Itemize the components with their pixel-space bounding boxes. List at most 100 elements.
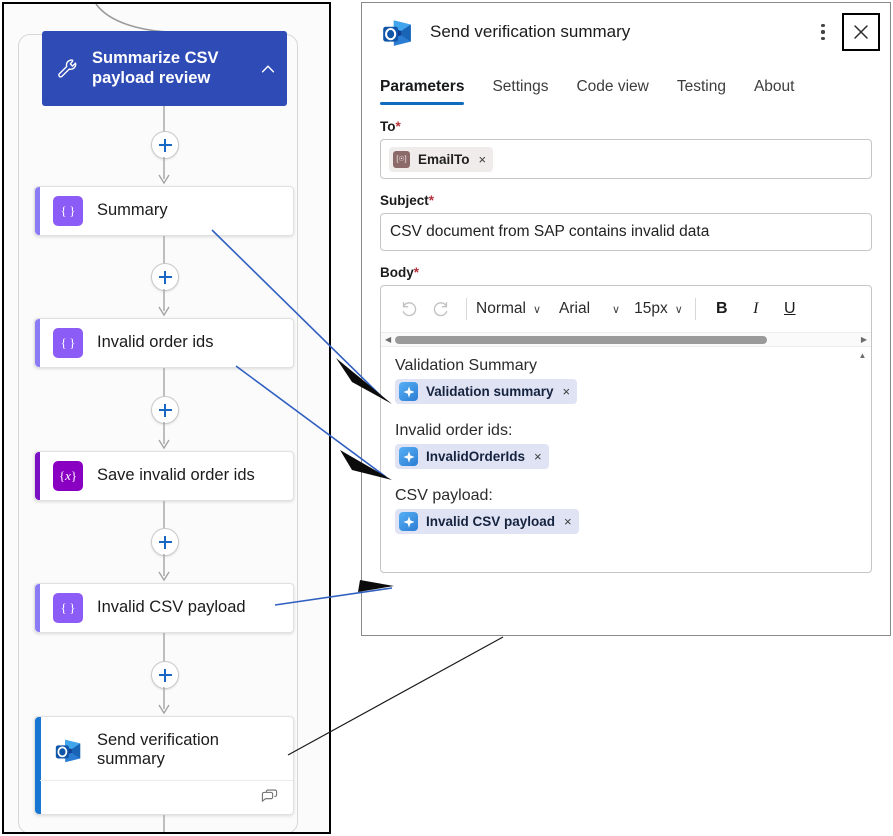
flow-node-save-invalid-order-ids[interactable]: {x} Save invalid order ids xyxy=(34,451,294,501)
italic-button[interactable]: I xyxy=(753,300,759,317)
editor-blank-line xyxy=(395,469,857,487)
paragraph-style-select[interactable]: Normal ∨ xyxy=(476,300,541,318)
toolbar-divider xyxy=(694,298,696,320)
expression-icon: { } xyxy=(53,593,83,623)
required-marker: * xyxy=(413,265,420,280)
chevron-down-icon: ∨ xyxy=(532,303,542,316)
token-label: Validation summary xyxy=(426,384,554,399)
node-accent-bar xyxy=(35,319,40,367)
to-label-text: To xyxy=(380,119,396,134)
flow-node-summary[interactable]: { } Summary xyxy=(34,186,294,236)
editor-toolbar[interactable]: Normal ∨ Arial ∨ 15px ∨ B I U xyxy=(381,286,871,332)
bold-button[interactable]: B xyxy=(716,300,728,317)
editor-vertical-scrollbar[interactable]: ▲ xyxy=(856,351,869,569)
add-step-button[interactable] xyxy=(151,396,179,424)
token-chip-invalidorderids[interactable]: InvalidOrderIds × xyxy=(395,444,549,469)
body-rich-text-editor[interactable]: Normal ∨ Arial ∨ 15px ∨ B I U ◀ xyxy=(380,285,872,573)
expression-icon: { } xyxy=(53,196,83,226)
token-chip-invalid-csv-payload[interactable]: Invalid CSV payload × xyxy=(395,509,579,534)
flow-node-send-verification-summary[interactable]: Send verification summary xyxy=(34,716,294,815)
body-label-text: Body xyxy=(380,265,414,280)
add-step-button[interactable] xyxy=(151,661,179,689)
flow-node-invalid-csv-payload[interactable]: { } Invalid CSV payload xyxy=(34,583,294,633)
font-family-value: Arial xyxy=(559,300,591,317)
node-label: Summary xyxy=(97,201,168,220)
parameters-form: To* [☉] EmailTo × Subject* CSV document … xyxy=(362,105,890,573)
dynamic-content-icon xyxy=(399,512,418,531)
token-chip-emailto[interactable]: [☉] EmailTo × xyxy=(389,146,494,172)
tab-about[interactable]: About xyxy=(753,78,795,95)
scope-title: Summarize CSV payload review xyxy=(92,48,219,87)
workflow-designer-panel: Summarize CSV payload review { } Summary xyxy=(2,2,331,834)
chevron-down-icon: ∨ xyxy=(612,303,621,316)
chevron-down-icon: ∨ xyxy=(674,303,683,316)
subject-field-label: Subject* xyxy=(380,193,872,208)
remove-token-icon[interactable]: × xyxy=(564,514,572,529)
node-label: Invalid order ids xyxy=(97,333,214,352)
editor-horizontal-scrollbar[interactable]: ◀ ▶ xyxy=(381,332,871,347)
node-label: Save invalid order ids xyxy=(97,466,255,485)
font-family-select[interactable]: Arial ∨ xyxy=(559,300,620,318)
add-step-button[interactable] xyxy=(151,263,179,291)
scroll-left-arrow[interactable]: ◀ xyxy=(385,335,392,344)
scroll-thumb[interactable] xyxy=(395,335,768,344)
wrench-icon xyxy=(58,58,77,78)
to-field-label: To* xyxy=(380,119,872,134)
chevron-up-icon[interactable] xyxy=(259,60,277,78)
panel-title: Send verification summary xyxy=(430,22,631,41)
toolbar-divider xyxy=(466,298,467,320)
flow-node-invalid-order-ids[interactable]: { } Invalid order ids xyxy=(34,318,294,368)
remove-token-icon[interactable]: × xyxy=(478,151,487,167)
node-accent-bar xyxy=(35,717,41,814)
body-field-label: Body* xyxy=(380,265,872,280)
editor-token-line: Validation summary × xyxy=(395,379,857,404)
underline-button[interactable]: U xyxy=(784,300,796,317)
node-accent-bar xyxy=(35,452,40,500)
editor-token-line: Invalid CSV payload × xyxy=(395,509,857,534)
variable-icon: {x} xyxy=(53,461,83,491)
editor-content[interactable]: Validation Summary Validation summary × … xyxy=(381,347,871,572)
tab-settings[interactable]: Settings xyxy=(492,78,549,95)
more-vertical-icon[interactable] xyxy=(810,17,836,47)
scroll-up-arrow[interactable]: ▲ xyxy=(858,351,867,360)
node-accent-bar xyxy=(35,584,40,632)
add-step-button[interactable] xyxy=(151,528,179,556)
node-footer xyxy=(40,780,293,814)
font-size-select[interactable]: 15px ∨ xyxy=(634,300,683,318)
font-size-value: 15px xyxy=(634,300,668,317)
subject-value: CSV document from SAP contains invalid d… xyxy=(390,223,710,240)
to-input[interactable]: [☉] EmailTo × xyxy=(380,139,872,179)
scroll-right-arrow[interactable]: ▶ xyxy=(860,335,867,344)
node-accent-bar xyxy=(35,187,40,235)
redo-icon[interactable] xyxy=(425,294,457,324)
token-label: InvalidOrderIds xyxy=(426,449,526,464)
workflow-canvas[interactable]: Summarize CSV payload review { } Summary xyxy=(4,4,329,832)
token-label: Invalid CSV payload xyxy=(426,514,556,529)
tab-testing[interactable]: Testing xyxy=(676,78,726,95)
undo-icon[interactable] xyxy=(393,294,425,324)
comment-icon[interactable] xyxy=(260,788,279,807)
tab-parameters[interactable]: Parameters xyxy=(380,78,465,105)
required-marker: * xyxy=(395,119,401,134)
close-icon[interactable] xyxy=(842,13,880,51)
outlook-icon xyxy=(383,20,411,46)
paragraph-style-value: Normal xyxy=(476,300,526,317)
token-chip-validation-summary[interactable]: Validation summary × xyxy=(395,379,578,404)
remove-token-icon[interactable]: × xyxy=(562,384,571,399)
panel-header: Send verification summary xyxy=(362,3,890,61)
required-marker: * xyxy=(428,193,435,208)
parameter-icon: [☉] xyxy=(393,150,410,168)
expression-icon: { } xyxy=(53,328,83,358)
token-label: EmailTo xyxy=(418,151,470,167)
action-details-panel: Send verification summary Parameters Set… xyxy=(361,2,891,636)
editor-text-line: Invalid order ids: xyxy=(395,422,513,439)
add-step-button[interactable] xyxy=(151,131,179,159)
scope-header-summarize-csv-payload-review[interactable]: Summarize CSV payload review xyxy=(42,31,287,106)
subject-input[interactable]: CSV document from SAP contains invalid d… xyxy=(380,213,872,251)
node-label: Invalid CSV payload xyxy=(97,598,246,617)
subject-label-text: Subject xyxy=(380,193,429,208)
remove-token-icon[interactable]: × xyxy=(534,449,542,464)
panel-tabs[interactable]: Parameters Settings Code view Testing Ab… xyxy=(362,61,890,105)
outlook-icon xyxy=(55,739,81,763)
tab-code-view[interactable]: Code view xyxy=(576,78,649,95)
